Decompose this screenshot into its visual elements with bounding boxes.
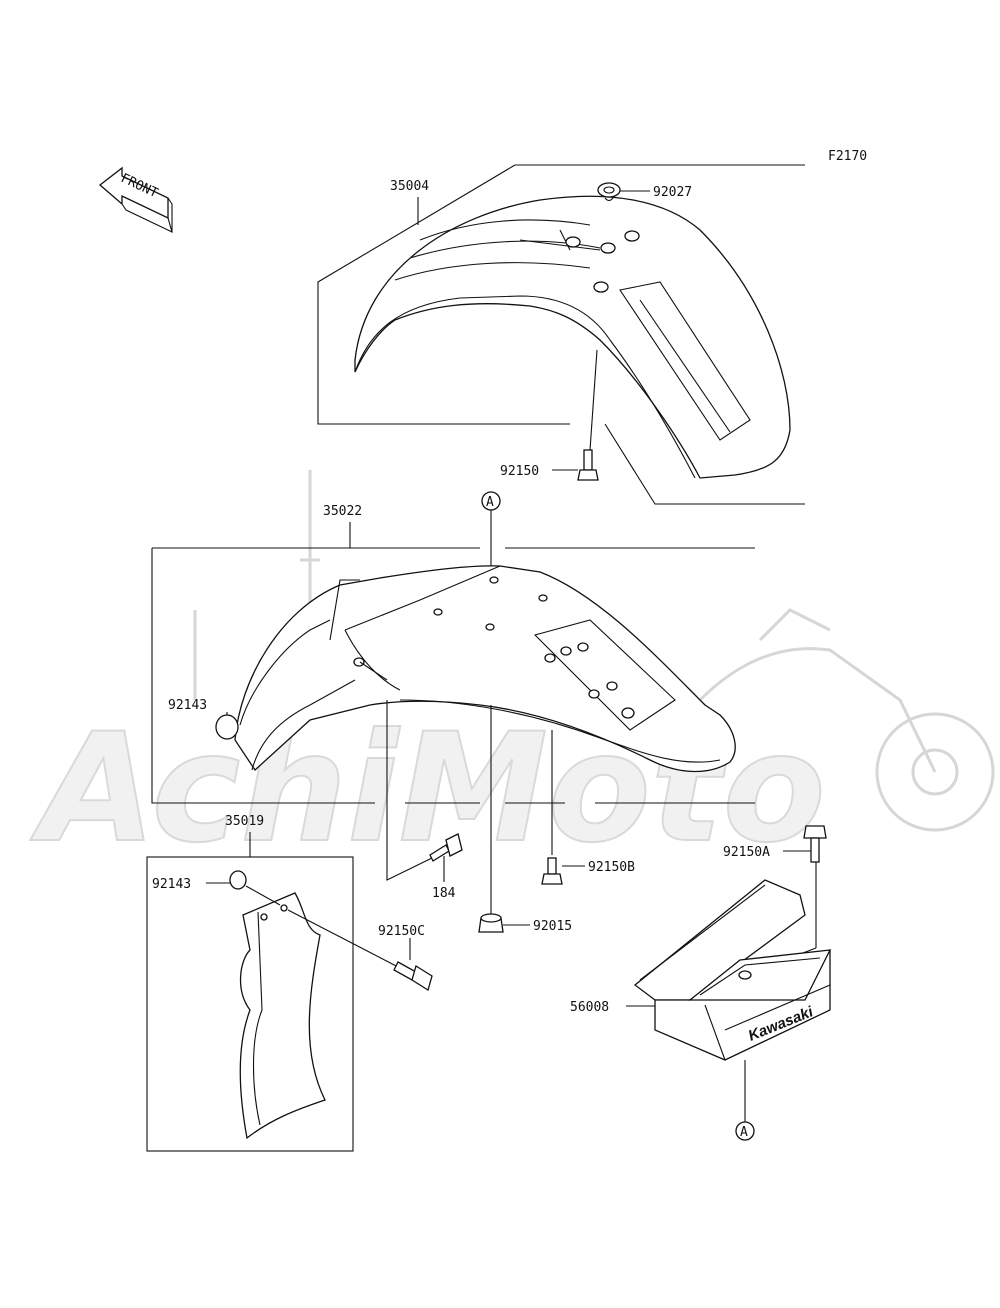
part-number-35019: 35019	[225, 814, 264, 829]
front-fender-group: 35004 92027 92150	[317, 164, 805, 505]
reference-mark-a-top-label: A	[486, 495, 494, 510]
fender-flap-icon	[239, 892, 326, 1140]
washer-92143-upper-icon	[215, 714, 239, 740]
bolt-92150b-icon	[541, 857, 563, 885]
watermark-spire	[193, 470, 320, 700]
part-number-184: 184	[432, 886, 456, 901]
part-number-92150: 92150	[500, 464, 539, 479]
flap-assy-group: 35019 92143 92150C	[146, 814, 433, 1152]
part-number-92027: 92027	[653, 185, 692, 200]
part-number-35022: 35022	[323, 504, 362, 519]
reference-mark-a-bottom	[735, 1121, 755, 1141]
nut-92015-icon	[478, 913, 504, 933]
washer-92143-lower-icon	[229, 870, 247, 890]
part-number-92143-upper: 92143	[168, 698, 207, 713]
part-number-92143-lower: 92143	[152, 877, 191, 892]
part-number-92150b: 92150B	[588, 860, 635, 875]
bolt-184-icon	[429, 833, 463, 862]
part-number-35004: 35004	[390, 179, 429, 194]
front-fender-icon	[354, 195, 791, 479]
rear-fender-group: A 35022 92143	[151, 491, 755, 934]
part-number-56008: 56008	[570, 1000, 609, 1015]
bolt-92150c-icon	[393, 961, 433, 992]
part-number-92015: 92015	[533, 919, 572, 934]
flap-assy-box	[146, 856, 354, 1152]
reference-mark-a-bottom-label: A	[740, 1125, 748, 1140]
rear-fender-icon	[234, 565, 736, 773]
watermark-motorcycle-icon	[698, 608, 995, 832]
figure-code: F2170	[828, 149, 867, 164]
part-number-92150a: 92150A	[723, 845, 770, 860]
bolt-92150-icon	[577, 449, 599, 481]
grommet-92027-icon	[597, 182, 621, 202]
front-direction-icon: FRONT	[98, 166, 173, 234]
part-number-92150c: 92150C	[378, 924, 425, 939]
bolt-92150a-icon	[803, 825, 827, 863]
tool-box-icon: Kawasaki	[633, 879, 832, 1061]
